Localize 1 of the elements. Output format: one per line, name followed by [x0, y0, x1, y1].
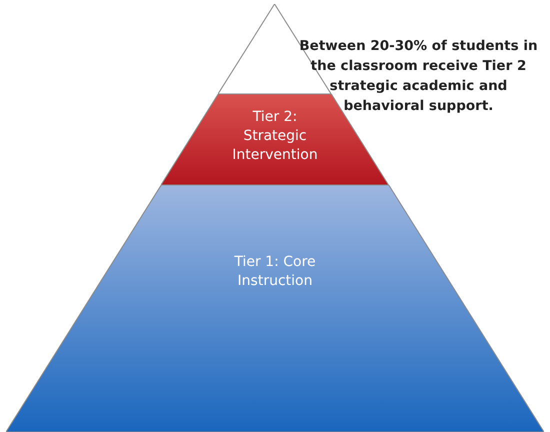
tier-label: Tier 1: Core Instruction [233, 253, 317, 291]
